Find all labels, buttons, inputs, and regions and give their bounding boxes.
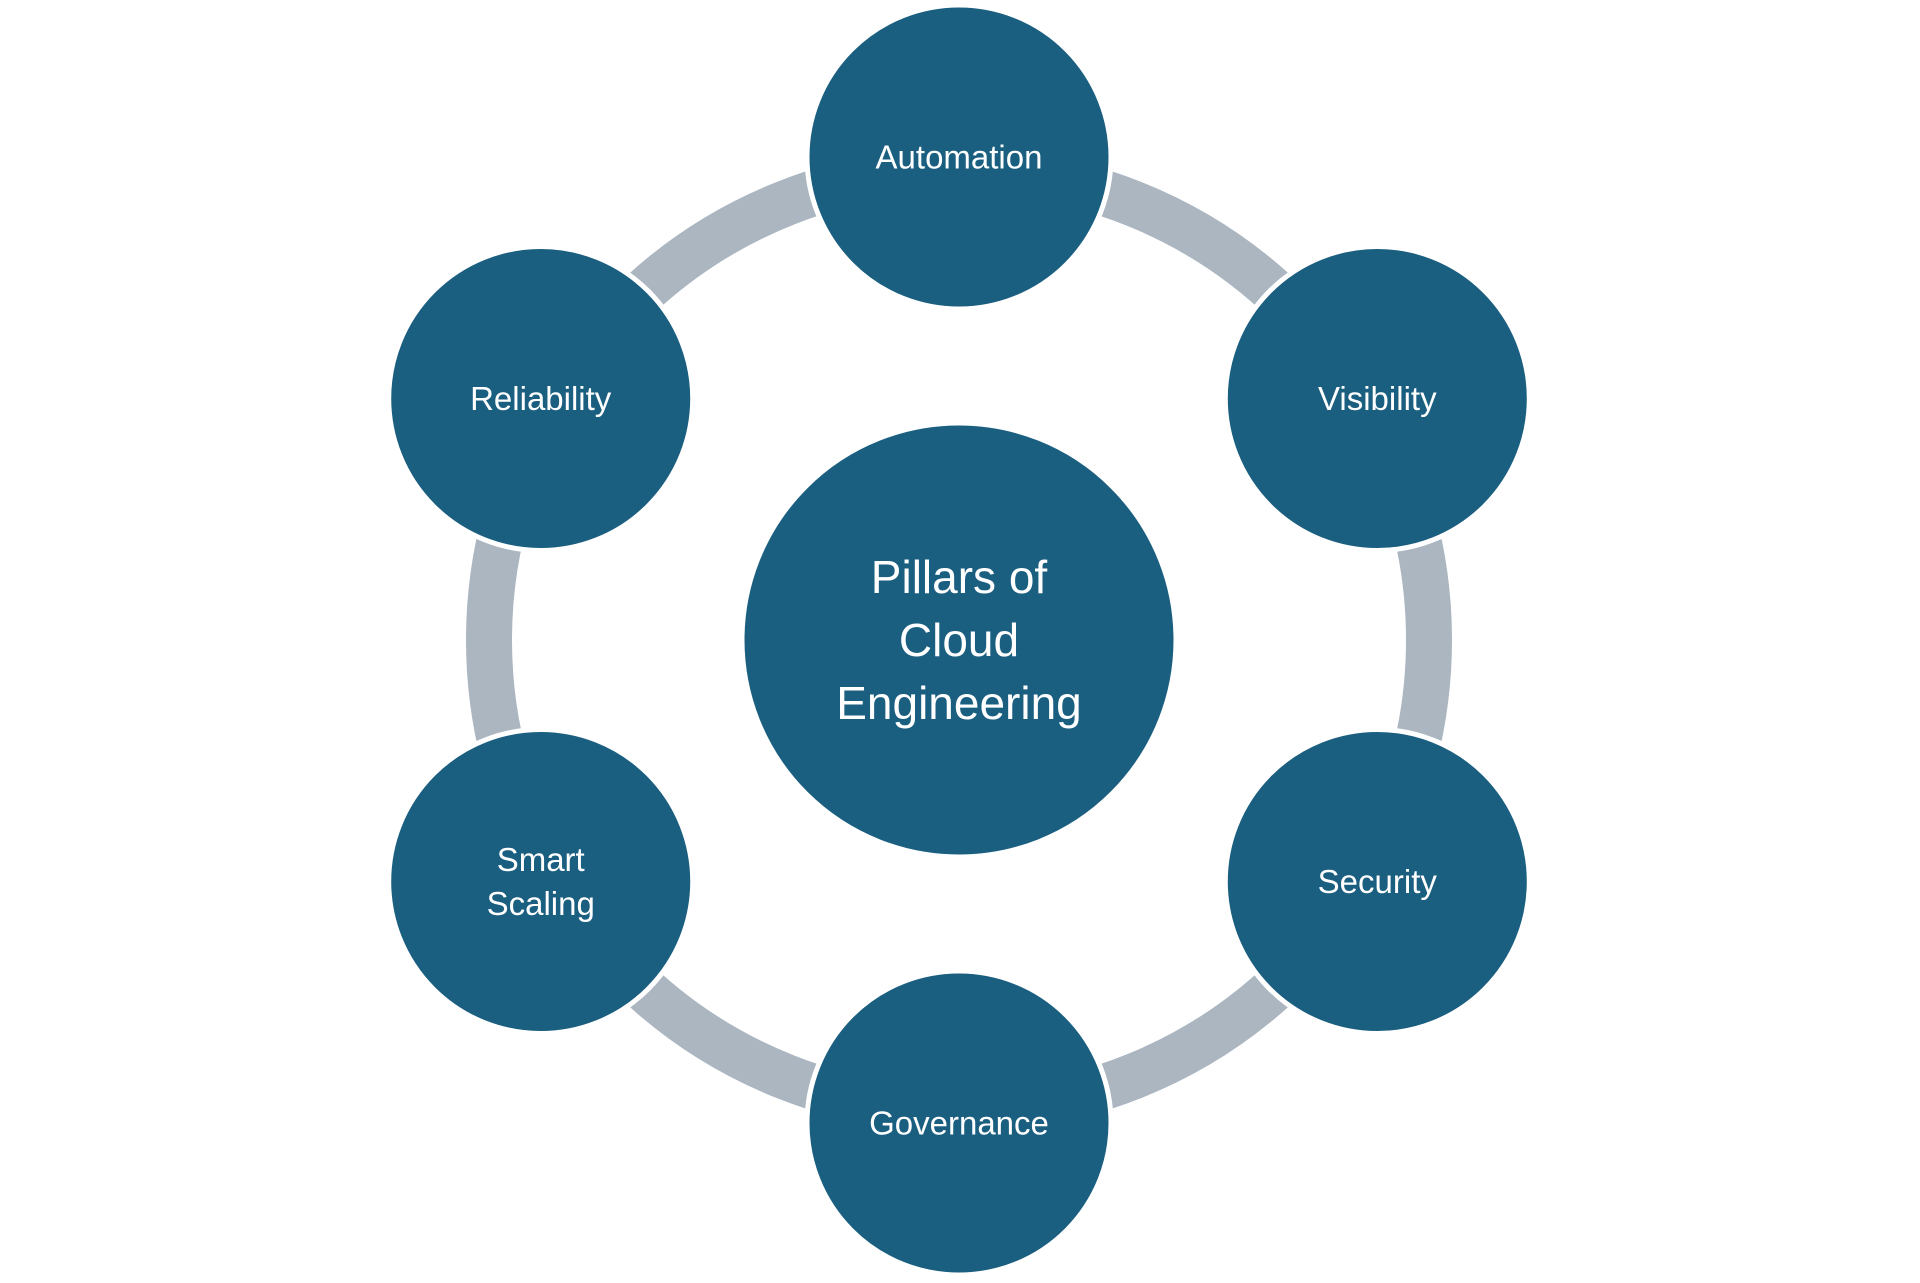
pillar-node-visibility: Visibility	[1222, 244, 1532, 553]
pillar-label: Governance	[869, 1105, 1049, 1142]
center-title-line: Pillars of	[871, 551, 1048, 603]
pillar-circle	[1222, 727, 1532, 1036]
pillar-label: Reliability	[470, 380, 612, 417]
pillar-label: Security	[1318, 863, 1438, 900]
center-title-line: Engineering	[836, 677, 1082, 729]
pillar-circle	[1222, 244, 1532, 553]
pillar-node-automation: Automation	[804, 2, 1114, 312]
pillar-label: Automation	[876, 139, 1043, 176]
pillar-node-governance: Governance	[804, 968, 1114, 1278]
pillar-circle	[804, 2, 1114, 312]
pillar-circle	[386, 727, 696, 1036]
center-circle	[739, 420, 1179, 860]
pillar-label: Smart	[497, 841, 585, 878]
pillar-node-reliability: Reliability	[386, 244, 696, 553]
center-title-line: Cloud	[899, 614, 1019, 666]
pillar-node-security: Security	[1222, 727, 1532, 1036]
pillar-circle	[804, 968, 1114, 1278]
pillar-circle	[386, 244, 696, 553]
pillar-label: Visibility	[1318, 380, 1437, 417]
pillar-label: Scaling	[487, 885, 595, 922]
